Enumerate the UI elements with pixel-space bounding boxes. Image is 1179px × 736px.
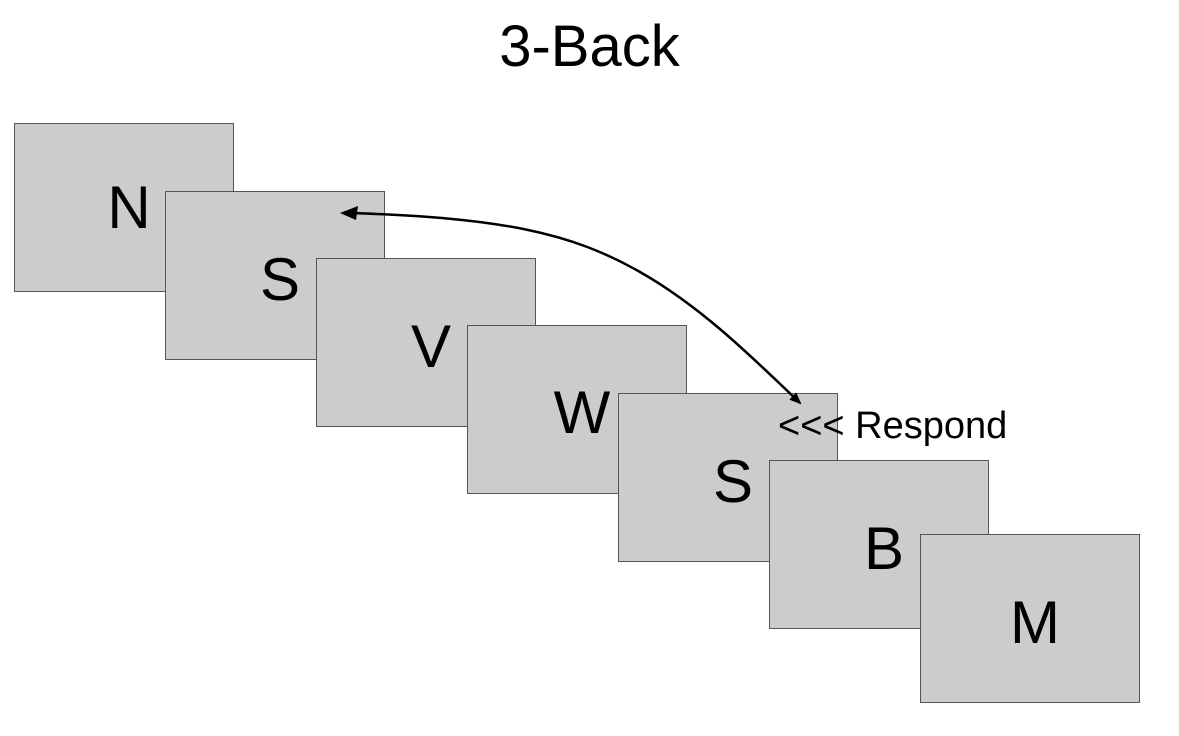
stimulus-letter: S	[259, 246, 301, 313]
respond-label: <<< Respond	[778, 405, 1008, 447]
stimulus-letter: S	[712, 448, 754, 515]
stimulus-letter: M	[1010, 589, 1060, 656]
stimulus-letter: B	[863, 515, 905, 582]
stimulus-card-7: M	[920, 534, 1140, 703]
diagram-title: 3-Back	[499, 14, 680, 79]
stimulus-letter: N	[107, 174, 151, 241]
